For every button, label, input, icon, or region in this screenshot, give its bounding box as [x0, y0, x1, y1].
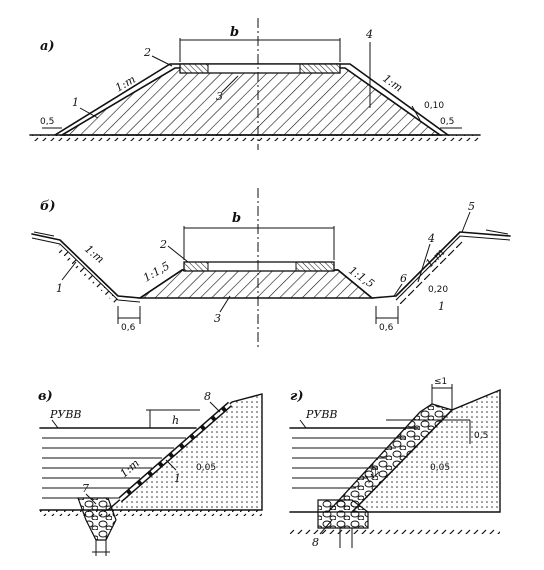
- panel-v-height-label: h: [172, 414, 179, 427]
- panel-b-slope-hatch-right: [396, 236, 466, 306]
- panel-b-shoulder-left: [183, 261, 209, 272]
- panel-a-callout-2: 2: [143, 46, 151, 59]
- panel-b-callout-5: 5: [468, 200, 475, 213]
- panel-g-top-dim-label: ≤1: [434, 377, 447, 387]
- panel-v-leader-8: [209, 401, 221, 413]
- panel-v-leader-1: [165, 459, 177, 471]
- panel-v: в) РУВВ h 1:m 0,05: [38, 389, 263, 556]
- panel-v-water-label: РУВВ: [49, 408, 82, 421]
- panel-b-leader-3: [219, 295, 231, 313]
- panel-b-callout-3: 3: [214, 312, 221, 325]
- panel-b-road-body: [137, 269, 374, 299]
- panel-v-callout-1: 1: [174, 472, 181, 485]
- panel-g-water-hatch: [292, 437, 406, 489]
- panel-a-ground-hatch: [30, 135, 480, 141]
- panel-v-revetment-joints: [119, 402, 231, 502]
- panel-g: г) РУВВ ≤1 0,5 1:2 0,05: [289, 377, 501, 549]
- panel-b-thickness: 0,20: [428, 285, 448, 295]
- panel-g-side-dim-label: 0,5: [474, 431, 488, 441]
- panel-b-shoulder-right: [295, 261, 335, 272]
- panel-a-width-label: b: [230, 25, 239, 40]
- panel-a-dim-left: 0,5: [40, 117, 54, 127]
- panel-b-slope-hatch-left: [56, 244, 118, 306]
- panel-b-leader-5: [461, 211, 471, 233]
- panel-v-toe-stone: [77, 497, 117, 541]
- panel-b-leader-4: [417, 243, 431, 283]
- panel-g-bottom-hatch: [290, 528, 500, 534]
- panel-a-shoulder-left: [179, 63, 209, 74]
- panel-g-letter: г): [290, 389, 303, 404]
- panel-a-thickness-line: [411, 105, 421, 121]
- panel-b-dim-right: 0,6: [379, 323, 394, 333]
- panel-v-callout-8: 8: [204, 390, 211, 403]
- panel-g-leader-8: [319, 519, 333, 535]
- panel-b-arrow-left: [33, 231, 55, 237]
- panel-g-water-mark: [299, 419, 307, 429]
- panel-v-letter: в): [38, 389, 53, 404]
- panel-a-letter: а): [40, 39, 55, 54]
- panel-b-callout-1: 1: [56, 282, 63, 295]
- panel-a-shoulder-right: [299, 63, 341, 74]
- panel-a: а) b 1:m 1:m 0,5 0,5 0,10 1 2: [29, 18, 481, 150]
- panel-g-callout-8: 8: [312, 536, 319, 549]
- panel-b-width-label: b: [232, 211, 241, 226]
- panel-a-embankment-body: [59, 67, 443, 136]
- panel-b-leader-1: [61, 261, 77, 281]
- panel-a-dim-right: 0,5: [440, 117, 454, 127]
- panel-a-callout-3: 3: [216, 90, 223, 103]
- panel-b: б) b 1:m 1:m 1:1,5 1:1,5 0,6 0,6: [31, 188, 511, 348]
- panel-a-callout-1: 1: [72, 96, 79, 109]
- panel-a-slope-right: 1:m: [380, 72, 405, 95]
- panel-b-callout-7: 1: [438, 300, 445, 313]
- panel-v-water-mark: [51, 419, 59, 429]
- panel-a-callout-4: 4: [365, 28, 373, 41]
- panel-b-arrow-right: [485, 229, 509, 235]
- panel-v-bottom-hatch: [40, 510, 262, 516]
- panel-g-thickness: 0,05: [430, 463, 450, 473]
- panel-b-slope-outer-left: 1:m: [82, 242, 107, 266]
- panel-a-leader-2: [151, 55, 173, 67]
- panel-v-thickness: 0,05: [196, 463, 216, 473]
- panel-g-water-label: РУВВ: [305, 408, 338, 421]
- panel-b-callout-4: 4: [427, 232, 435, 245]
- panel-b-letter: б): [40, 199, 56, 214]
- panel-b-dim-left: 0,6: [121, 323, 136, 333]
- panel-v-leader-7: [85, 493, 97, 505]
- panel-b-leader-2: [167, 245, 189, 263]
- panel-a-leader-3: [221, 75, 239, 93]
- panel-b-leader-6: [393, 283, 403, 297]
- panel-b-callout-6: 6: [400, 272, 407, 285]
- panel-b-callout-2: 2: [159, 238, 167, 251]
- panel-a-thickness: 0,10: [424, 101, 444, 111]
- panel-a-leader-1: [79, 107, 99, 119]
- panel-v-callout-7: 7: [82, 482, 89, 495]
- panel-v-slope: 1:m: [117, 457, 141, 481]
